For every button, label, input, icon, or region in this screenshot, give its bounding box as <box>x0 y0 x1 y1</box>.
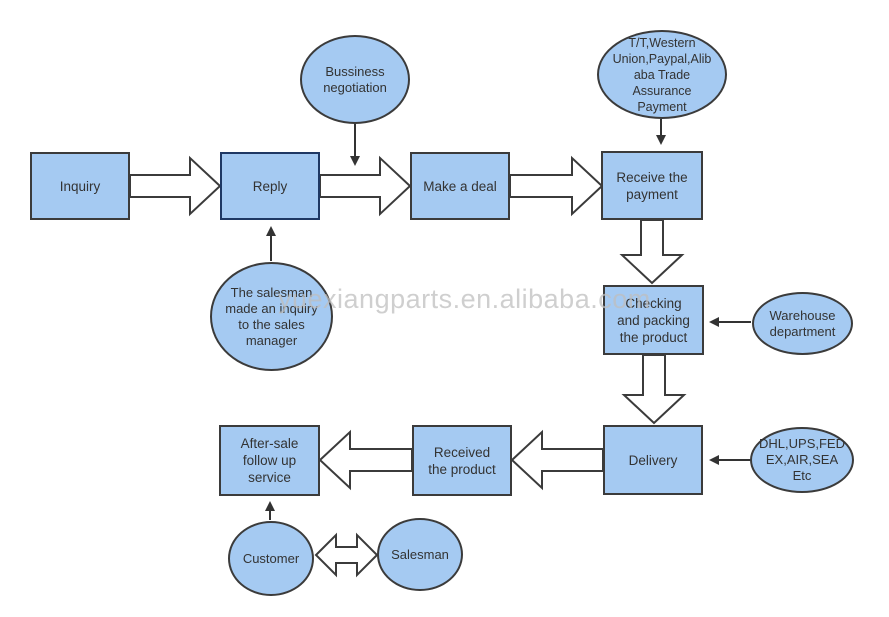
node-business-negotiation: Bussiness negotiation <box>300 35 410 124</box>
node-delivery: Delivery <box>603 425 703 495</box>
node-checking-packing: Checking and packing the product <box>603 285 704 355</box>
node-make-a-deal: Make a deal <box>410 152 510 220</box>
block-arrow-receive-payment-to-checking <box>619 219 685 285</box>
block-arrow-make-a-deal-to-receive-payment <box>509 155 604 217</box>
node-reply: Reply <box>220 152 320 220</box>
block-arrow-inquiry-to-reply <box>129 155 222 217</box>
node-payment-methods: T/T,Western Union,Paypal,Alib aba Trade … <box>597 30 727 119</box>
block-arrow-checking-to-delivery <box>621 354 687 425</box>
node-customer: Customer <box>228 521 314 596</box>
block-arrow-received-product-to-after-sale <box>318 429 413 491</box>
node-warehouse-department: Warehouse department <box>752 292 853 355</box>
node-inquiry: Inquiry <box>30 152 130 220</box>
node-salesman: Salesman <box>377 518 463 591</box>
node-couriers: DHL,UPS,FED EX,AIR,SEA Etc <box>750 427 854 493</box>
double-block-arrow-customer-salesman <box>314 532 379 578</box>
node-after-sale: After-sale follow up service <box>219 425 320 496</box>
node-receive-payment: Receive the payment <box>601 151 703 220</box>
node-salesman-inquiry: The salesman made an inquiry to the sale… <box>210 262 333 371</box>
block-arrow-reply-to-make-a-deal <box>319 155 412 217</box>
node-received-product: Received the product <box>412 425 512 496</box>
block-arrow-delivery-to-received-product <box>510 429 604 491</box>
